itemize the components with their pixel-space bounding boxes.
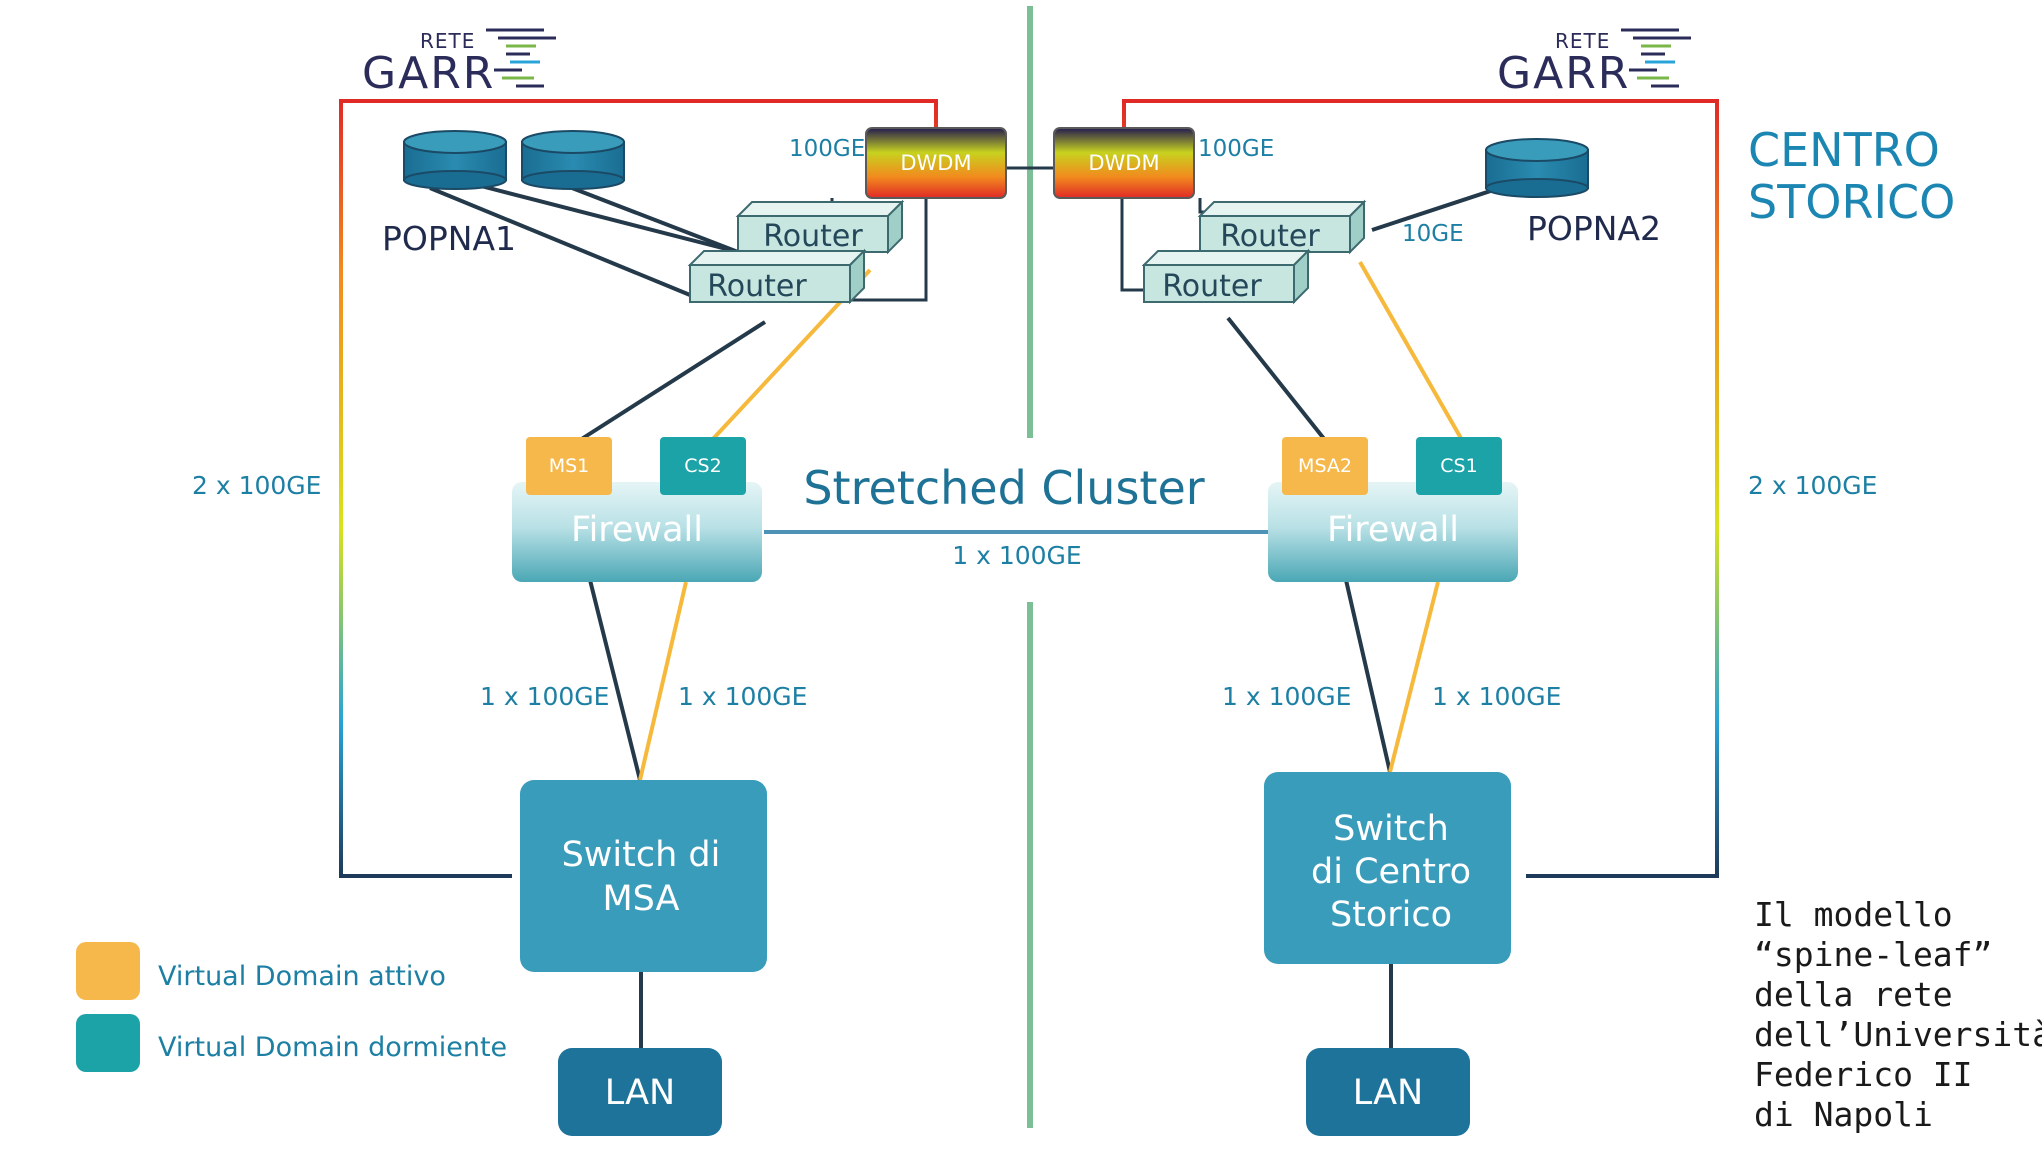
svg-text:RETE: RETE <box>420 29 475 53</box>
svg-text:DWDM: DWDM <box>900 151 971 175</box>
svg-text:di Napoli: di Napoli <box>1754 1095 1933 1134</box>
badge-cs1: CS1 <box>1416 437 1502 495</box>
switch-msa: Switch di MSA <box>520 780 767 972</box>
centro-storico-line2: STORICO <box>1748 175 1955 229</box>
centro-storico-line1: CENTRO <box>1748 123 1940 177</box>
svg-text:Switch di: Switch di <box>562 835 721 875</box>
firewall-left: Firewall <box>512 482 762 582</box>
right-ring-link <box>1122 99 1719 878</box>
svg-text:GARR: GARR <box>1497 48 1630 99</box>
router-left-front: Router <box>687 248 867 305</box>
legend-active-label: Virtual Domain attivo <box>158 961 446 992</box>
popna1-storage-2 <box>521 130 625 190</box>
caption: Il modello “spine-leaf” della rete dell’… <box>1754 895 2042 1134</box>
svg-text:RETE: RETE <box>1555 29 1610 53</box>
legend-active-swatch <box>76 942 140 1000</box>
svg-text:DWDM: DWDM <box>1088 151 1159 175</box>
svg-text:Router: Router <box>1162 269 1262 304</box>
router-right-back: Router <box>1197 199 1367 255</box>
svg-text:Il modello: Il modello <box>1754 895 1953 934</box>
left-ring-link <box>339 99 938 878</box>
popna2-uplink-label: 10GE <box>1402 221 1464 247</box>
svg-text:CS1: CS1 <box>1440 455 1477 477</box>
svg-text:“spine-leaf”: “spine-leaf” <box>1754 935 1992 974</box>
legend-dormant-swatch <box>76 1014 140 1072</box>
svg-text:GARR: GARR <box>362 48 495 99</box>
svg-text:Router: Router <box>707 269 807 304</box>
svg-text:CS2: CS2 <box>684 455 721 477</box>
dwdm-right: DWDM <box>1053 127 1195 199</box>
left-fw-sw-link-b: 1 x 100GE <box>678 682 807 711</box>
router-right-front: Router <box>1141 248 1311 305</box>
right-fw-sw-link-b: 1 x 100GE <box>1432 682 1561 711</box>
svg-text:Router: Router <box>1220 219 1320 254</box>
svg-text:MS1: MS1 <box>549 455 590 477</box>
left-fw-sw-link-a: 1 x 100GE <box>480 682 609 711</box>
svg-text:MSA2: MSA2 <box>1298 455 1352 477</box>
svg-text:Storico: Storico <box>1330 895 1452 935</box>
stretched-cluster-title: Stretched Cluster <box>803 461 1204 515</box>
svg-text:Firewall: Firewall <box>1327 510 1459 550</box>
popna1-dwdm-link-label: 100GE <box>789 136 865 162</box>
popna2-dwdm-link-label: 100GE <box>1198 136 1274 162</box>
firewall-right: Firewall <box>1268 482 1518 582</box>
svg-text:della rete: della rete <box>1754 975 1953 1014</box>
legend: Virtual Domain attivo Virtual Domain dor… <box>76 942 507 1072</box>
popna2-storage <box>1485 138 1589 198</box>
lan-left: LAN <box>558 1048 722 1136</box>
svg-text:Firewall: Firewall <box>571 510 703 550</box>
svg-text:Federico II: Federico II <box>1754 1055 1973 1094</box>
svg-text:Switch: Switch <box>1333 809 1449 849</box>
svg-text:MSA: MSA <box>602 879 679 919</box>
right-ring-label: 2 x 100GE <box>1748 471 1877 500</box>
cluster-link-label: 1 x 100GE <box>952 541 1081 570</box>
right-fw-sw-link-a: 1 x 100GE <box>1222 682 1351 711</box>
svg-text:Router: Router <box>763 219 863 254</box>
garr-logo-left: RETE GARR <box>362 28 556 99</box>
switch-centro-storico: Switch di Centro Storico <box>1264 772 1511 964</box>
popna2-label: POPNA2 <box>1527 209 1661 248</box>
badge-cs2: CS2 <box>660 437 746 495</box>
left-ring-label: 2 x 100GE <box>192 471 321 500</box>
svg-text:dell’Università: dell’Università <box>1754 1015 2042 1054</box>
router-left-back: Router <box>735 199 905 255</box>
badge-ms1: MS1 <box>526 437 612 495</box>
garr-logo-right: RETE GARR <box>1497 28 1691 99</box>
svg-text:LAN: LAN <box>605 1073 675 1113</box>
svg-text:LAN: LAN <box>1353 1073 1423 1113</box>
svg-text:di Centro: di Centro <box>1311 852 1471 892</box>
badge-msa2: MSA2 <box>1282 437 1368 495</box>
popna1-storage-1 <box>403 130 507 190</box>
lan-right: LAN <box>1306 1048 1470 1136</box>
legend-dormant-label: Virtual Domain dormiente <box>158 1032 507 1063</box>
dwdm-left: DWDM <box>865 127 1007 199</box>
popna1-label: POPNA1 <box>382 219 516 258</box>
